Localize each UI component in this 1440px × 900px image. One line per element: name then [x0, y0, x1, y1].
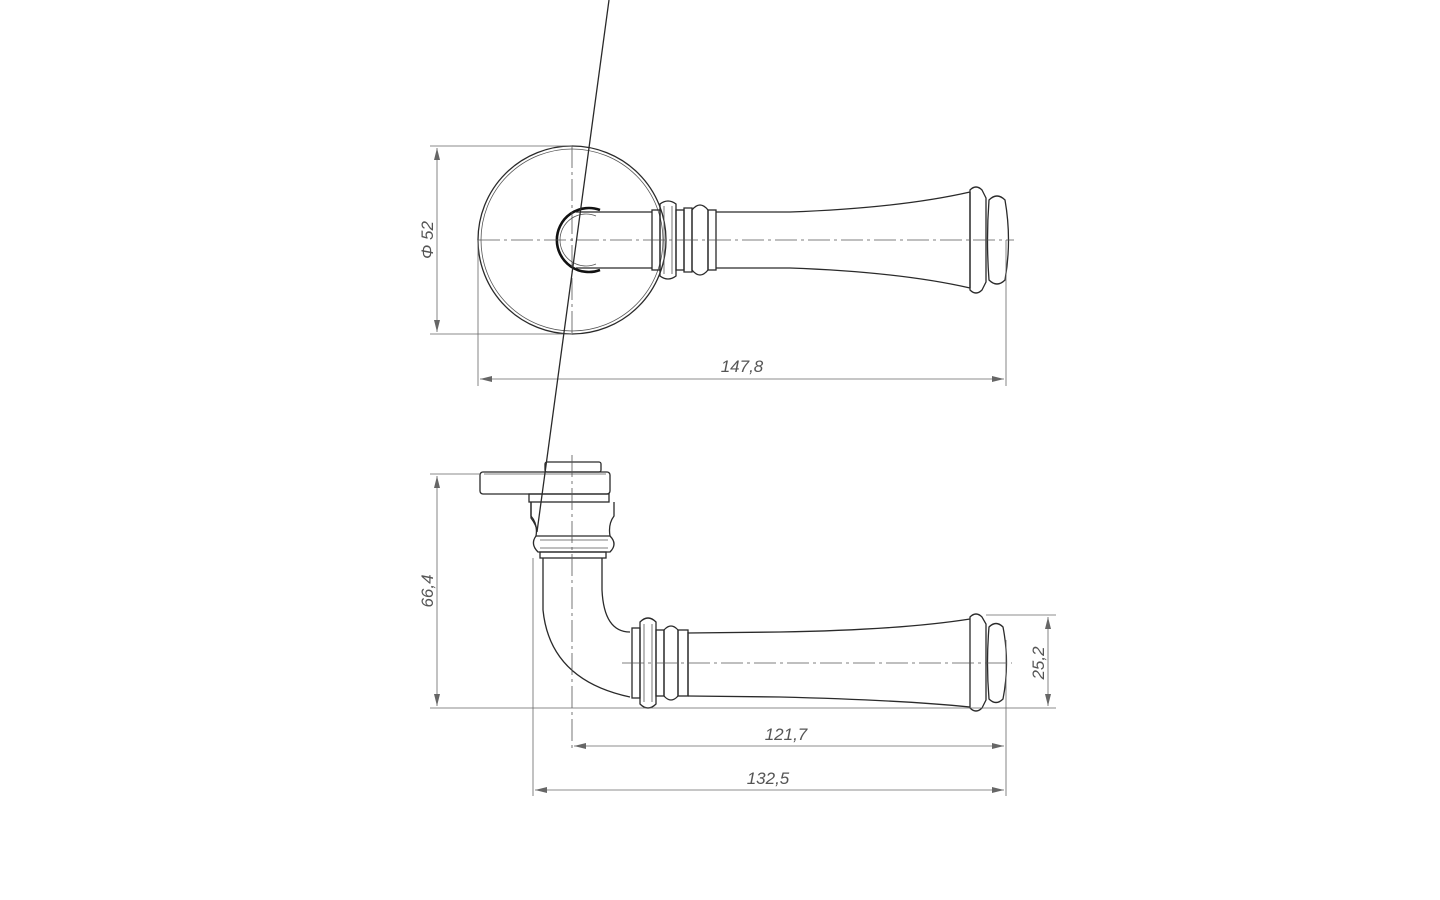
overall-length-label: 147,8 — [721, 357, 764, 376]
dimension-grip-height: 25,2 — [986, 614, 1056, 706]
dimension-diameter: Φ 52 — [418, 145, 572, 335]
total-projection-label: 132,5 — [747, 769, 790, 788]
axis-to-end-label: 121,7 — [765, 725, 808, 744]
lever-body — [716, 186, 1010, 294]
neck-column — [528, 0, 615, 559]
lever-bend — [542, 558, 631, 698]
centerlines — [478, 146, 1014, 334]
lever-body-side — [687, 613, 1008, 712]
dimension-height: 66,4 — [418, 473, 1056, 709]
top-view: Φ 52 147,8 — [418, 145, 1014, 386]
dimension-axis-to-end: 121,7 — [532, 558, 1007, 796]
dimension-total-projection: 132,5 — [535, 769, 1004, 793]
dimension-overall-length: 147,8 — [477, 240, 1007, 386]
diameter-label: Φ 52 — [418, 221, 437, 259]
side-view: 66,4 25,2 121,7 132,5 — [418, 0, 1056, 796]
lever-neck — [576, 211, 652, 269]
rosette-side — [479, 461, 611, 495]
centerlines-side — [571, 455, 1012, 752]
grip-height-label: 25,2 — [1029, 646, 1048, 681]
height-label: 66,4 — [418, 574, 437, 607]
